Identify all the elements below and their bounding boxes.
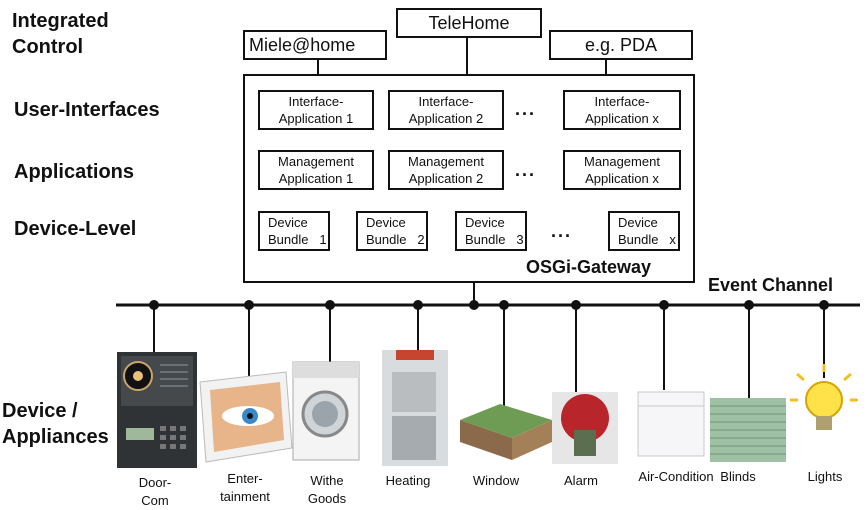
- device-bundle-2: Device Bundle 2: [356, 211, 428, 251]
- label-device-level: Device-Level: [14, 218, 137, 240]
- device-label-heating: Heating: [385, 473, 431, 488]
- label-user-interfaces: User-Interfaces: [14, 99, 160, 121]
- ellipsis-management: ...: [515, 160, 537, 180]
- device-label-lights: Lights: [807, 469, 843, 484]
- interface-application-1: Interface- Application 1: [258, 90, 374, 130]
- label-applications: Applications: [14, 161, 135, 183]
- interface-application-x: Interface- Application x: [563, 90, 681, 130]
- device-label-air-condition: Air-Condition: [638, 469, 714, 484]
- event-channel-label: Event Channel: [708, 275, 834, 295]
- telehome-box: TeleHome: [396, 8, 542, 38]
- device-bundle-x: Device Bundle x: [608, 211, 680, 251]
- miele-home-box: Miele@home: [243, 30, 387, 60]
- blinds-icon: [710, 398, 786, 462]
- management-application-2: Management Application 2: [388, 150, 504, 190]
- label-device-appliances: Device / Appliances: [2, 400, 109, 448]
- device-bundle-3: Device Bundle 3: [455, 211, 527, 251]
- device-label-window: Window: [472, 473, 520, 488]
- device-bundle-1: Device Bundle 1: [258, 211, 330, 251]
- gateway-label: OSGi-Gateway: [526, 257, 652, 277]
- label-integrated-control: Integrated Control: [12, 10, 109, 58]
- management-application-x: Management Application x: [563, 150, 681, 190]
- device-label-door-com: Door- Com: [138, 475, 172, 508]
- entertainment-icon: [199, 371, 293, 463]
- interface-application-2: Interface- Application 2: [388, 90, 504, 130]
- device-label-entertainment: Enter- tainment: [220, 471, 270, 504]
- washing-machine-icon: [292, 361, 360, 461]
- heater-icon: [382, 350, 448, 466]
- window-icon: [460, 404, 552, 460]
- management-application-1: Management Application 1: [258, 150, 374, 190]
- door-com-icon: [117, 352, 197, 468]
- device-label-alarm: Alarm: [564, 473, 598, 488]
- device-label-white-goods: Withe Goods: [307, 473, 347, 506]
- ellipsis-interface: ...: [515, 99, 537, 119]
- light-bulb-icon: [790, 364, 858, 430]
- device-label-blinds: Blinds: [720, 469, 756, 484]
- ellipsis-bundles: ...: [551, 221, 573, 241]
- pda-box: e.g. PDA: [549, 30, 693, 60]
- air-condition-icon: [637, 391, 705, 457]
- alarm-icon: [552, 392, 618, 464]
